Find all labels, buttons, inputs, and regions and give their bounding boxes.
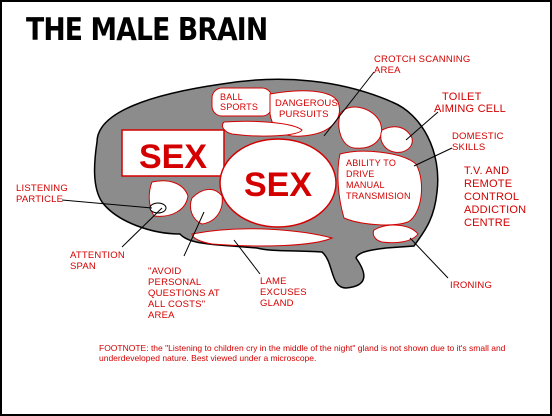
leader-avoid: [183, 211, 205, 257]
sex-oval-region: [219, 138, 337, 228]
lame-label-3: GLAND: [260, 298, 294, 309]
svg-text:CROTCH SCANNING AREA: CROTCH SCANNING AREA: [374, 54, 473, 76]
ironing-label: IRONING: [450, 280, 492, 291]
svg-text:T.V. AND REMOTE CO: T.V. AND REMOTE CONTROL ADDICTION CENTRE: [464, 165, 530, 229]
tv-label-4: ADDICTION: [464, 204, 526, 216]
leader-lines: [61, 71, 453, 279]
svg-text:DOMESTIC SKILLS: DOMESTIC SKILLS: [452, 131, 507, 153]
leader-crotch: [323, 71, 375, 137]
avoid-label-4: ALL COSTS": [148, 299, 205, 310]
ability-label-1: ABILITY TO: [346, 158, 396, 168]
footnote: FOOTNOTE: the "Listening to children cry…: [99, 343, 506, 363]
crotch-label-2: AREA: [374, 65, 401, 76]
lame-label-1: LAME: [260, 276, 287, 287]
sex-box-region: [121, 129, 225, 177]
upper-right-lobe: [338, 106, 382, 149]
leader-lame: [233, 239, 261, 275]
sex-oval-label: SEX: [244, 166, 312, 204]
tv-label-1: T.V. AND: [464, 165, 509, 177]
leader-attention: [121, 207, 163, 248]
crotch-label-1: CROTCH SCANNING: [374, 54, 470, 65]
dangerous-pursuits-label-1: DANGEROUS: [275, 98, 338, 109]
leader-domestic: [413, 147, 453, 167]
svg-text:TOILET AIMING CELL: TOILET AIMING CELL: [434, 91, 506, 115]
svg-text:DANGEROUS PURSUITS: DANGEROUS PURSUITS: [275, 98, 341, 120]
svg-text:ATTENTION SPAN: ATTENTION SPAN: [70, 250, 128, 272]
sex-box-label: SEX: [139, 138, 207, 176]
avoid-label-5: AREA: [148, 310, 175, 321]
ball-sports-label-2: SPORTS: [220, 102, 258, 112]
ability-label-3: MANUAL: [346, 180, 385, 190]
tv-label-2: REMOTE: [464, 178, 512, 190]
avoid-label-1: "AVOID: [148, 266, 181, 277]
svg-text:LAME EXCUSES GLAND: LAME EXCUSES GLAND: [260, 276, 310, 309]
svg-text:ABILITY TO DRIVE M: ABILITY TO DRIVE MANUAL TRANSMISION: [346, 158, 411, 201]
ability-label-2: DRIVE: [346, 169, 375, 179]
ball-sports-label-1: BALL: [220, 92, 243, 102]
lower-strip: [191, 228, 334, 247]
listening-label-1: LISTENING: [16, 183, 68, 194]
leader-ironing: [409, 237, 449, 279]
domestic-label-2: SKILLS: [452, 142, 485, 153]
svg-text:LISTENING PARTICLE: LISTENING PARTICLE: [16, 183, 71, 205]
toilet-label-2: AIMING CELL: [434, 103, 506, 115]
tv-label-3: CONTROL: [464, 191, 519, 203]
page-title: THE MALE BRAIN: [26, 12, 268, 48]
toilet-aiming-lobe: [380, 126, 413, 153]
ability-label-4: TRANSMISION: [346, 191, 411, 201]
lame-excuses-region: [189, 189, 223, 225]
tv-label-5: CENTRE: [464, 217, 510, 229]
attention-label-1: ATTENTION: [70, 250, 125, 261]
toilet-label-1: TOILET: [442, 91, 482, 103]
leader-toilet: [405, 111, 439, 141]
svg-text:"AVOID PERSONAL QU: "AVOID PERSONAL QUESTIONS AT ALL COSTS" …: [148, 266, 223, 321]
avoid-label-3: QUESTIONS AT: [148, 288, 220, 299]
lower-right-lobe: [372, 224, 419, 244]
svg-text:BALL SPORTS: BALL SPORTS: [220, 92, 258, 112]
dangerous-pursuits-label-2: PURSUITS: [279, 109, 329, 120]
avoid-label-2: PERSONAL: [148, 277, 201, 288]
leader-listening: [61, 199, 153, 209]
domestic-label-1: DOMESTIC: [452, 131, 504, 142]
lame-label-2: EXCUSES: [260, 287, 307, 298]
attention-label-2: SPAN: [70, 261, 96, 272]
listening-label-2: PARTICLE: [16, 194, 63, 205]
ability-to-drive-region: [337, 150, 422, 226]
